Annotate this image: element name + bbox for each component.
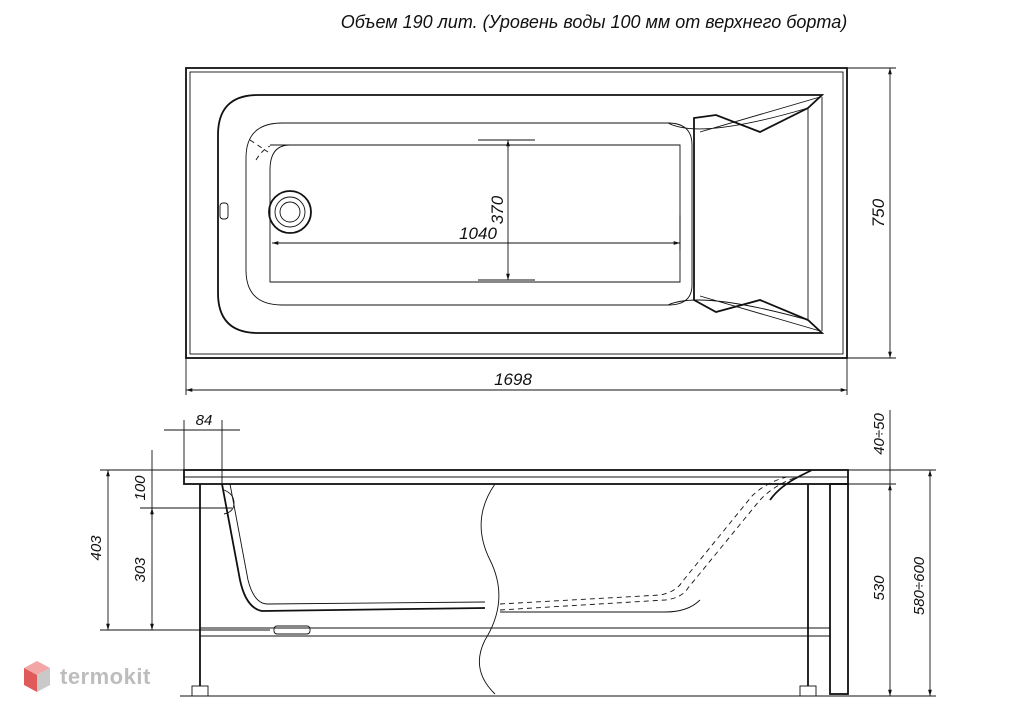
tub-floor-inner — [269, 144, 681, 283]
corner-radius-mark — [249, 139, 271, 161]
backrest-lower — [667, 295, 821, 332]
bowl-profile-left — [221, 483, 486, 612]
top-view: 1040 370 1698 750 — [185, 67, 896, 395]
side-drain — [273, 625, 311, 635]
break-line — [478, 483, 500, 695]
tub-bowl-floor — [245, 122, 693, 306]
backrest-end — [807, 97, 823, 331]
bowl-profile-right-hidden-inner — [499, 475, 791, 605]
tub-outer-rim — [185, 67, 848, 359]
drain-icon — [268, 190, 312, 234]
bowl-profile-right-hidden — [499, 475, 801, 611]
brand-logo: termokit — [22, 657, 151, 697]
foot-left — [191, 685, 209, 697]
dim-height: 530 — [871, 575, 888, 601]
dim-width: 750 — [869, 198, 888, 227]
dim-leg-adjust: 40÷50 — [871, 413, 888, 455]
dim-inner-length: 1040 — [459, 224, 497, 243]
dim-rim: 84 — [196, 412, 213, 429]
dim-inner-width: 370 — [488, 195, 507, 224]
bowl-profile-left-inner — [229, 483, 486, 605]
dim-depth-total: 403 — [88, 535, 105, 561]
side-view: 84 100 303 403 40÷50 530 580÷600 — [88, 410, 936, 697]
foot-right — [799, 685, 817, 697]
capacity-caption: Объем 190 лит. (Уровень воды 100 мм от в… — [341, 12, 847, 32]
dim-length: 1698 — [494, 370, 532, 389]
dim-height-range: 580÷600 — [911, 556, 928, 615]
bowl-floor-front — [500, 599, 701, 613]
tub-bowl-outline — [217, 94, 825, 334]
brand-name: termokit — [60, 664, 151, 689]
tub-rim-inner-line — [189, 71, 844, 355]
side-overflow — [223, 489, 235, 515]
end-panel — [829, 483, 849, 695]
bowl-backrest-edge — [769, 469, 813, 501]
dim-water-level: 100 — [132, 475, 149, 501]
dim-depth-water: 303 — [132, 557, 149, 583]
brand-cube-icon — [24, 661, 50, 692]
overflow-hole — [219, 202, 229, 220]
backrest-upper — [667, 96, 821, 133]
